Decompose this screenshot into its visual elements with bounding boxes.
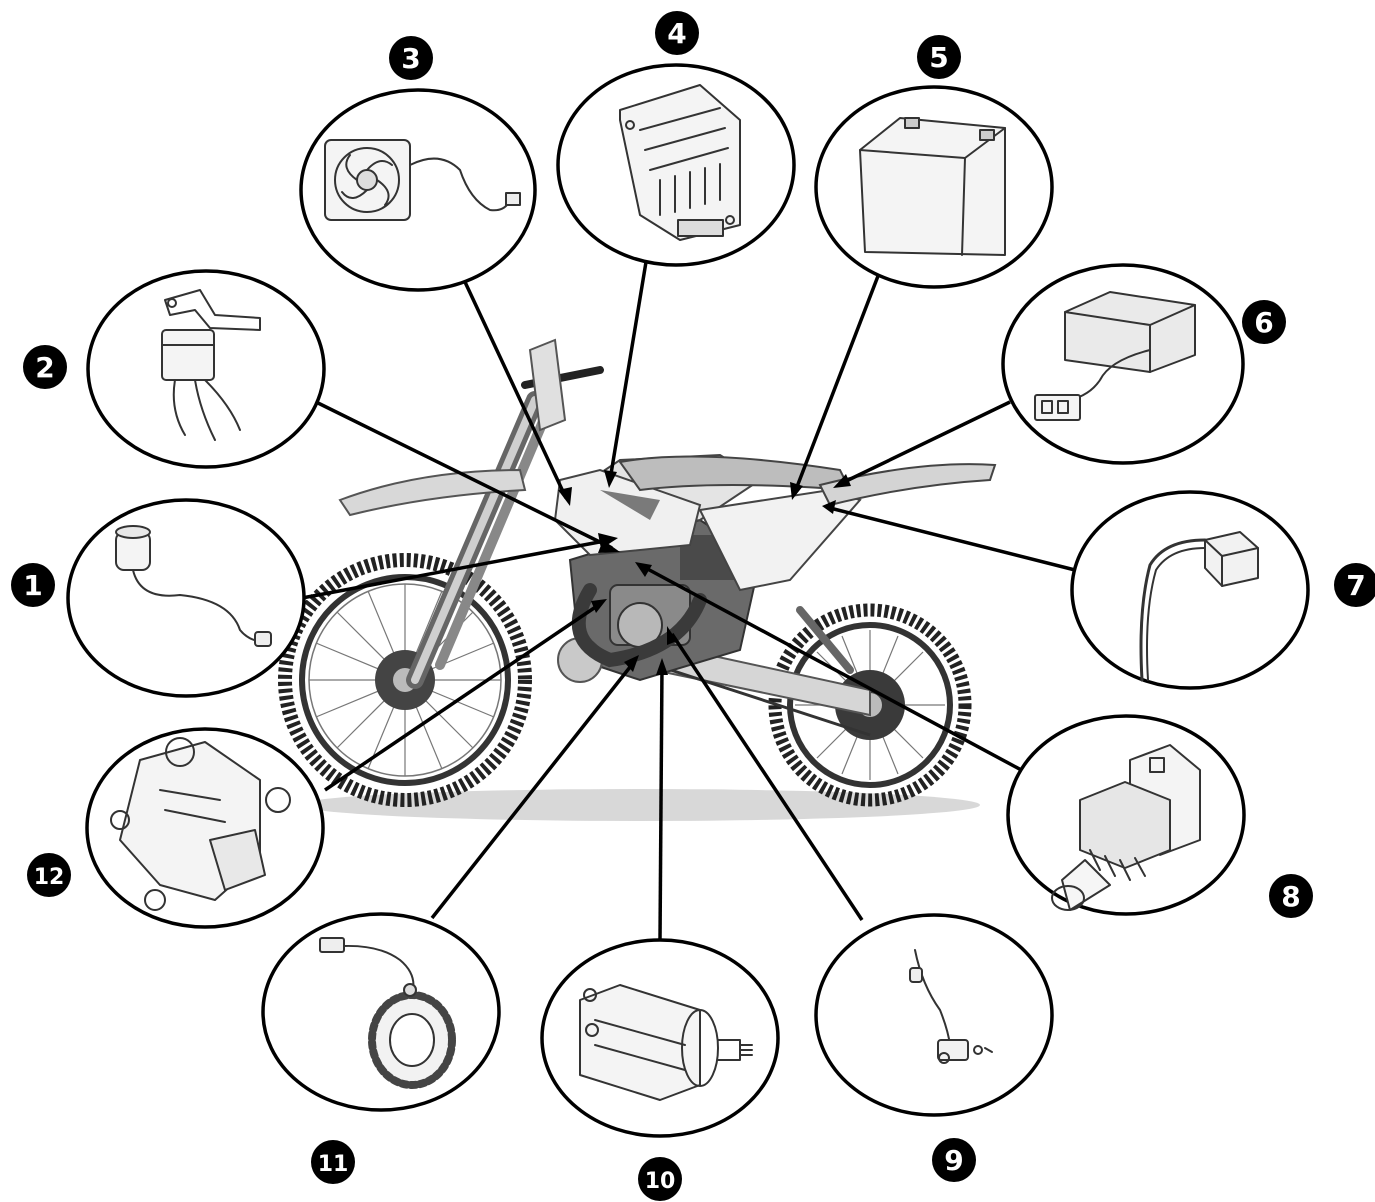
battery-icon [860,118,1005,255]
component-circle-9 [816,915,1052,1115]
badge-1-label: 1 [23,569,42,602]
leader-line-4 [610,262,646,480]
leader-line-10 [660,666,662,940]
badge-9: 9 [932,1138,976,1182]
seat [620,457,850,490]
badge-11-label: 11 [318,1152,349,1177]
badge-8: 8 [1269,874,1313,918]
badge-3: 3 [389,36,433,80]
badge-7: 7 [1334,563,1375,607]
badge-2-label: 2 [35,351,54,384]
badge-10-label: 10 [645,1169,676,1194]
badge-8-label: 8 [1281,880,1300,913]
badge-6-label: 6 [1254,306,1273,339]
badge-4-label: 4 [667,17,686,50]
badge-12: 12 [27,853,71,897]
badge-10: 10 [638,1157,682,1201]
badge-6: 6 [1242,300,1286,344]
leader-line-2 [318,403,612,548]
front-fork [415,400,550,680]
badge-1: 1 [11,563,55,607]
leader-line-5 [795,276,878,492]
component-circle-1 [68,500,304,696]
badge-4: 4 [655,11,699,55]
leader-line-7 [830,508,1075,570]
component-circle-7 [1072,492,1308,688]
badge-11: 11 [311,1140,355,1184]
badge-7-label: 7 [1346,569,1365,602]
badge-3-label: 3 [401,42,420,75]
badge-12-label: 12 [34,865,65,890]
badge-2: 2 [23,345,67,389]
badge-5-label: 5 [929,41,948,74]
badge-9-label: 9 [944,1144,963,1177]
badge-5: 5 [917,35,961,79]
